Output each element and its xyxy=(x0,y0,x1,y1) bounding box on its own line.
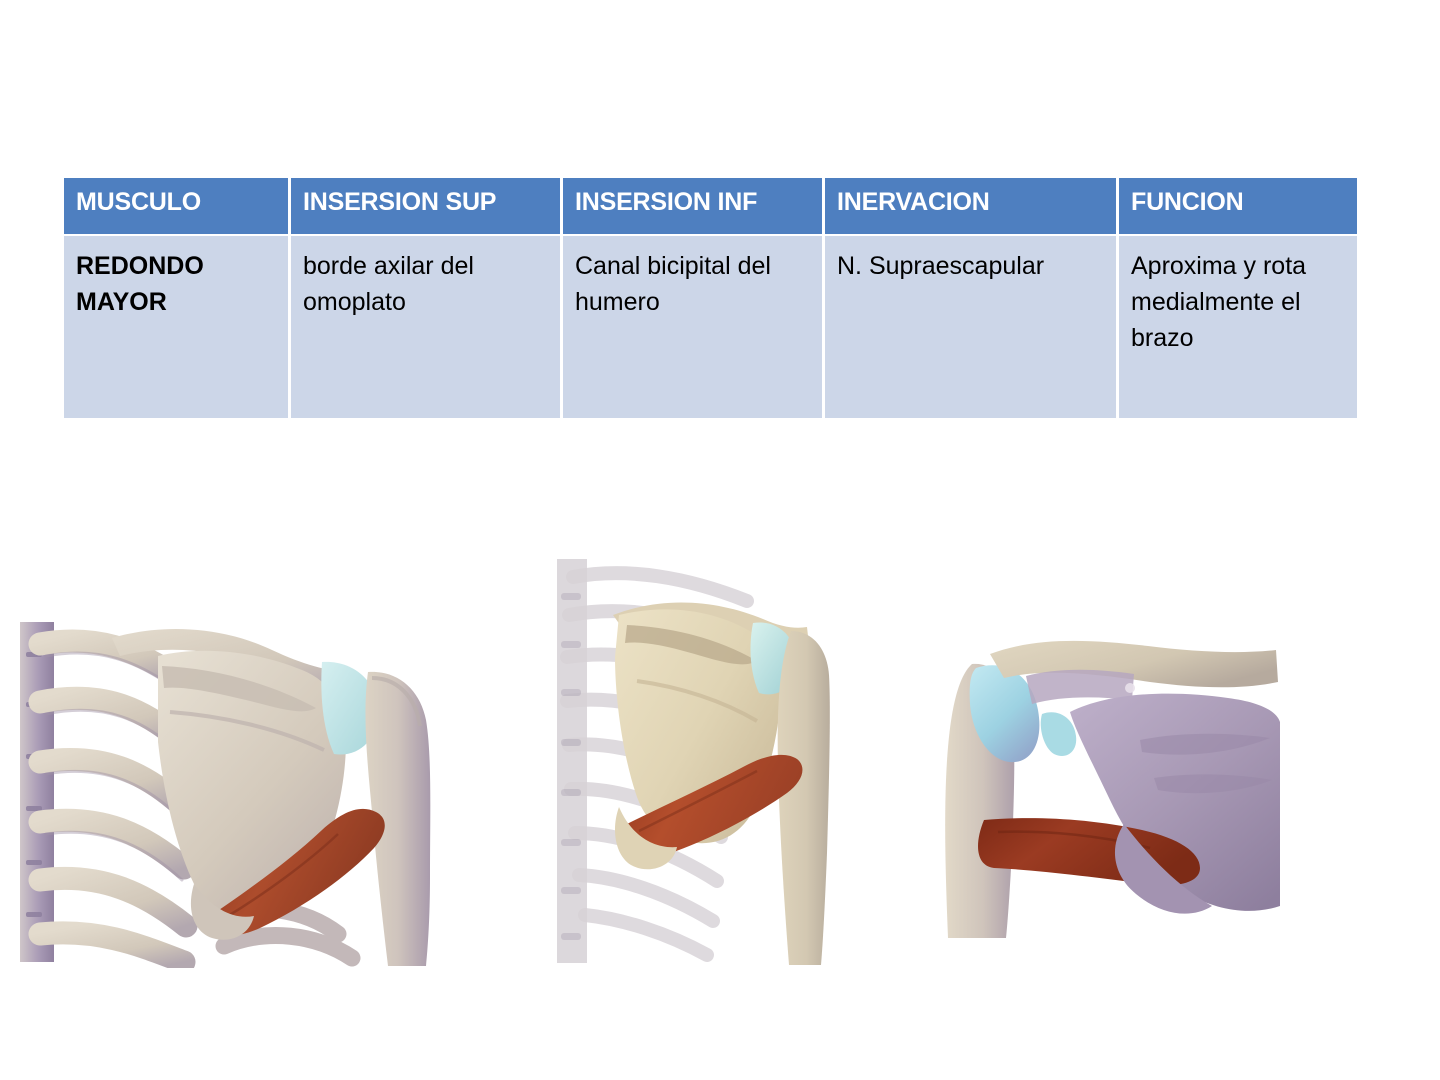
table-header: MUSCULO INSERSION SUP INSERSION INF INER… xyxy=(64,178,1357,234)
muscle-fiber-line xyxy=(638,769,758,833)
table-header-row: MUSCULO INSERSION SUP INSERSION INF INER… xyxy=(64,178,1357,234)
posterior-shoulder-ribs-illustration xyxy=(16,616,448,968)
scapula-ridge xyxy=(169,710,325,752)
vertebral-column xyxy=(20,622,54,962)
posterior-scapula-closeup-illustration xyxy=(928,620,1281,940)
anatomy-figure-posterior-shoulder-ribs xyxy=(16,616,448,968)
column-header-insersion-sup: INSERSION SUP xyxy=(291,178,563,234)
column-header-insersion-inf: INSERSION INF xyxy=(563,178,825,234)
column-header-musculo: MUSCULO xyxy=(64,178,291,234)
teres-major-muscle xyxy=(212,808,385,936)
table-body: REDONDO MAYOR borde axilar del omoplato … xyxy=(64,234,1357,418)
table-row: REDONDO MAYOR borde axilar del omoplato … xyxy=(64,234,1357,418)
transparent-vertebral-column xyxy=(557,559,587,963)
glenoid-cartilage xyxy=(1040,712,1077,756)
anatomy-figure-posterior-scapula-closeup xyxy=(928,620,1281,940)
scapula-surface-detail xyxy=(1140,733,1272,794)
humerus xyxy=(777,631,830,965)
inferior-scapular-angle xyxy=(1114,824,1212,914)
muscle-info-table: MUSCULO INSERSION SUP INSERSION INF INER… xyxy=(64,178,1357,418)
column-header-inervacion: INERVACION xyxy=(825,178,1119,234)
humerus-head-contour xyxy=(371,676,422,727)
cell-insersion-sup: borde axilar del omoplato xyxy=(291,234,563,418)
column-header-funcion: FUNCION xyxy=(1119,178,1357,234)
cell-insersion-inf: Canal bicipital del humero xyxy=(563,234,825,418)
scapular-spine xyxy=(625,625,757,665)
cell-inervacion: N. Supraescapular xyxy=(825,234,1119,418)
scapular-spine xyxy=(162,666,316,712)
anatomy-figure-posterior-scapula-transparent-ribcage xyxy=(557,553,844,968)
inferior-scapular-angle xyxy=(190,884,254,940)
teres-major-muscle xyxy=(623,754,803,860)
scapula-ridge xyxy=(636,679,759,723)
scapula-notch-highlight xyxy=(1125,683,1135,693)
cell-funcion: Aproxima y rota medialmente el brazo xyxy=(1119,234,1357,418)
cell-musculo: REDONDO MAYOR xyxy=(64,234,291,418)
muscle-fiber-line xyxy=(227,833,339,918)
acromion-underside xyxy=(1026,669,1134,704)
humeral-head-cartilage xyxy=(969,665,1040,763)
glenoid-cartilage xyxy=(321,661,378,755)
clavicle-acromion xyxy=(990,640,1278,688)
inferior-scapular-angle xyxy=(615,807,677,870)
humerus xyxy=(365,671,431,966)
posterior-scapula-transparent-ribcage-illustration xyxy=(557,553,844,968)
